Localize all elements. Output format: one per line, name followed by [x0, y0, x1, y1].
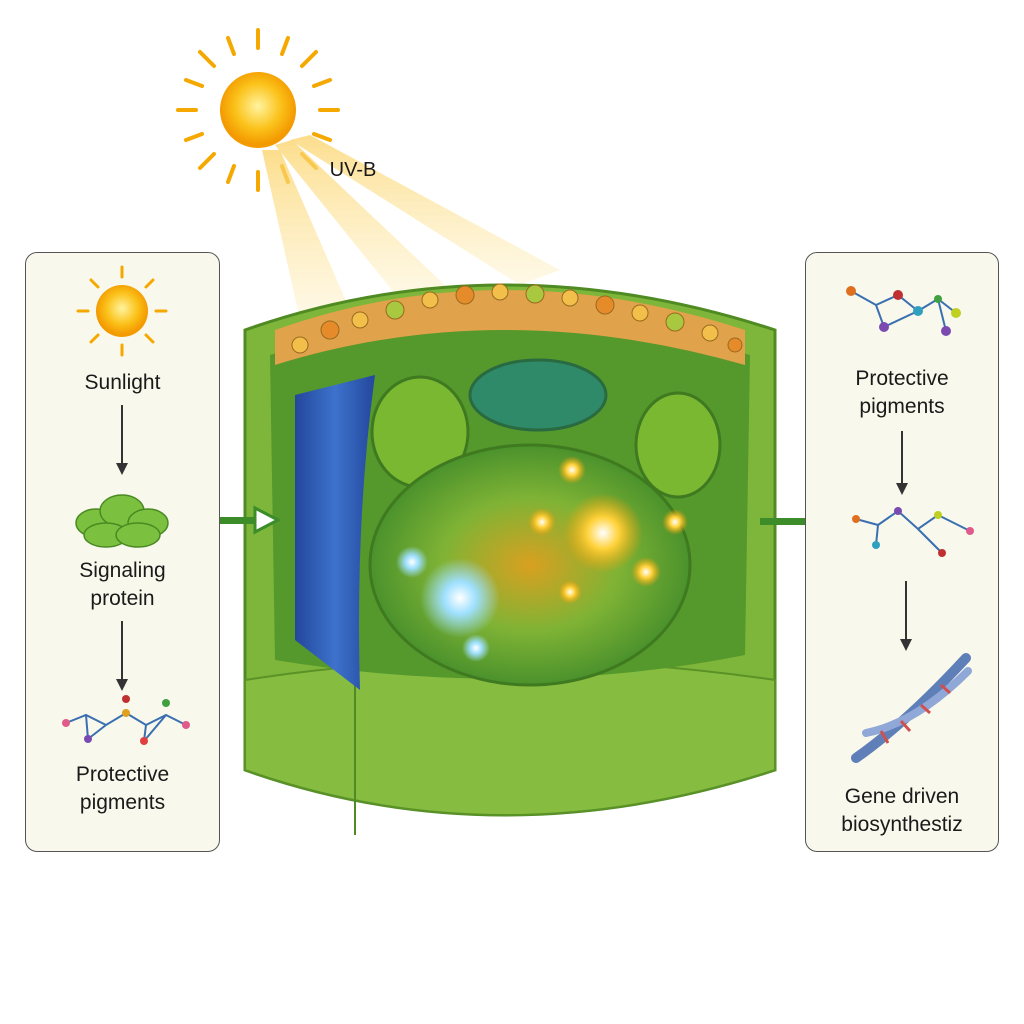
- left-panel: Sunlight Signaling protein Protective pi…: [25, 252, 220, 852]
- down-arrow: [116, 621, 128, 691]
- plant-cell: [243, 283, 777, 835]
- left-step-signaling-protein: Signaling protein: [79, 559, 166, 610]
- uv-beams: [262, 135, 560, 320]
- right-step-protective-pigments: Protective pigments: [855, 367, 949, 418]
- sun-icon: [76, 265, 168, 357]
- right-step-gene-driven-biosynthesis: Gene driven biosynthestiz: [841, 785, 963, 836]
- uv-label: UV-B: [329, 159, 377, 181]
- left-step-protective-pigments: Protective pigments: [75, 763, 170, 814]
- molecule-icon: [62, 695, 190, 745]
- vacuole: [295, 375, 375, 690]
- dna-icon: [851, 653, 972, 763]
- right-panel: Protective pigments Gene driven biosynth…: [805, 252, 999, 852]
- molecule-icon: [846, 286, 961, 336]
- down-arrow: [900, 581, 912, 651]
- left-step-sunlight: Sunlight: [84, 371, 161, 394]
- protein-icon: [75, 494, 169, 548]
- molecule-icon: [852, 507, 974, 557]
- down-arrow: [116, 405, 128, 475]
- down-arrow: [896, 431, 908, 495]
